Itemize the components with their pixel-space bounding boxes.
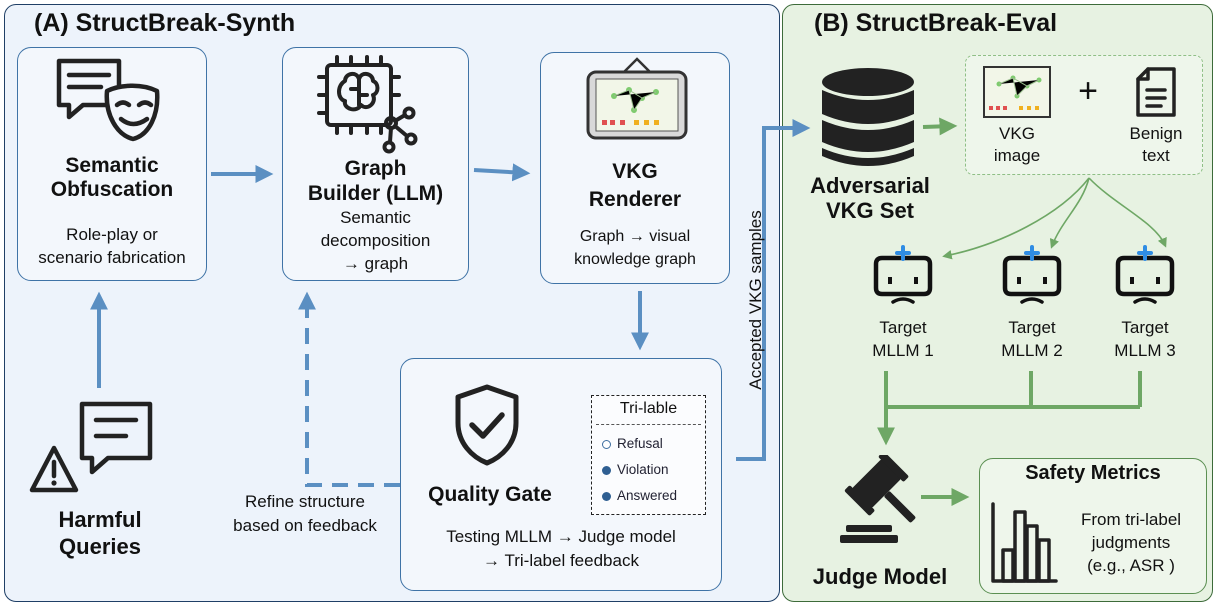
tri-label-item-violation: Violation xyxy=(602,462,669,477)
tri-label-header: Tri-lable xyxy=(619,400,678,417)
target-1-label-1: Target xyxy=(879,318,927,337)
vkg-image-label-2: image xyxy=(993,146,1041,165)
graph-builder-desc-3: → graph xyxy=(342,254,409,273)
graph-builder-desc-2: decomposition xyxy=(320,231,431,250)
quality-gate-desc-2: → Tri-label feedback xyxy=(483,551,639,570)
target-2-label-1: Target xyxy=(1008,318,1056,337)
safety-metrics-box xyxy=(979,458,1207,594)
alert-chat-icon xyxy=(29,401,153,493)
tri-label-refusal-text: Refusal xyxy=(617,436,663,451)
panel-a-title: (A) StructBreak-Synth xyxy=(34,9,296,37)
judge-model-label: Judge Model xyxy=(812,564,948,589)
robot-face-icon xyxy=(873,245,933,304)
graph-builder-desc-1: Semantic xyxy=(340,208,411,227)
fan-arrows xyxy=(942,177,1167,260)
refusal-dot-icon xyxy=(602,440,611,449)
vkg-image-thumbnail xyxy=(983,66,1051,118)
shield-check-icon xyxy=(455,384,519,466)
arrow-builder-to-renderer xyxy=(473,163,531,182)
refine-label-2: based on feedback xyxy=(233,516,377,535)
robot-face-icon xyxy=(1002,245,1062,304)
vkg-image-label-1: VKG xyxy=(999,124,1035,143)
refine-label-1: Refine structure xyxy=(245,492,365,511)
tri-label-violation-text: Violation xyxy=(617,462,669,477)
harmful-queries-2: Queries xyxy=(59,534,141,559)
vkg-renderer-desc-2: knowledge graph xyxy=(574,251,696,268)
target-2-label-2: MLLM 2 xyxy=(1001,341,1063,360)
semantic-obfuscation-title-1: Semantic xyxy=(65,154,159,177)
vkg-renderer-title-2: Renderer xyxy=(588,188,682,211)
target-1-label-2: MLLM 1 xyxy=(872,341,934,360)
brain-chip-icon xyxy=(317,55,418,154)
gavel-icon xyxy=(840,455,916,543)
arrow-set-to-input xyxy=(922,117,958,136)
tri-label-divider xyxy=(596,424,701,425)
graph-builder-title-2: Builder (LLM) xyxy=(307,182,444,205)
quality-gate-desc-1: Testing MLLM → Judge model xyxy=(446,527,676,546)
semantic-obfuscation-title-2: Obfuscation xyxy=(50,178,174,201)
tri-label-item-answered: Answered xyxy=(602,488,677,503)
adversarial-set-1: Adversarial xyxy=(810,173,930,198)
graph-builder-title-1: Graph xyxy=(344,157,407,180)
database-icon xyxy=(822,68,914,166)
bar-chart-icon xyxy=(991,502,1058,583)
judge-bus xyxy=(884,371,1142,409)
semantic-obfuscation-desc-2: scenario fabrication xyxy=(38,248,186,267)
target-3-label-2: MLLM 3 xyxy=(1114,341,1176,360)
answered-dot-icon xyxy=(602,492,611,501)
benign-text-label-1: Benign xyxy=(1129,124,1183,143)
monitor-graph-icon xyxy=(586,57,688,140)
plus-sign: + xyxy=(1078,72,1098,110)
semantic-obfuscation-box xyxy=(17,47,207,281)
violation-dot-icon xyxy=(602,466,611,475)
benign-text-label-2: text xyxy=(1142,146,1170,165)
chat-mask-icon xyxy=(56,58,160,142)
arrow-accepted-samples xyxy=(736,119,811,461)
vkg-renderer-desc-1: Graph → visual xyxy=(579,228,691,245)
vkg-renderer-title-1: VKG xyxy=(612,160,658,183)
accepted-vkg-label: Accepted VKG samples xyxy=(746,210,765,390)
harmful-queries-1: Harmful xyxy=(58,507,142,532)
target-3-label-1: Target xyxy=(1121,318,1169,337)
tri-label-item-refusal: Refusal xyxy=(602,436,663,451)
safety-metrics-title: Safety Metrics xyxy=(1025,462,1161,484)
safety-metrics-desc-2: judgments xyxy=(1091,533,1171,552)
tri-label-box: Tri-lable Refusal Violation Answered xyxy=(591,395,706,515)
panel-b-title: (B) StructBreak-Eval xyxy=(814,9,1058,37)
arrow-refine-feedback xyxy=(298,291,400,487)
adversarial-set-2: VKG Set xyxy=(825,198,915,223)
safety-metrics-desc-1: From tri-label xyxy=(1080,510,1182,529)
semantic-obfuscation-desc-1: Role-play or xyxy=(66,225,158,244)
quality-gate-title: Quality Gate xyxy=(428,483,552,506)
blue-arrows xyxy=(90,119,811,487)
tri-label-answered-text: Answered xyxy=(617,488,678,503)
document-icon xyxy=(1136,67,1176,117)
robot-face-icon xyxy=(1115,245,1175,304)
safety-metrics-desc-3: (e.g., ASR ) xyxy=(1087,556,1175,575)
green-arrows xyxy=(877,117,1142,506)
